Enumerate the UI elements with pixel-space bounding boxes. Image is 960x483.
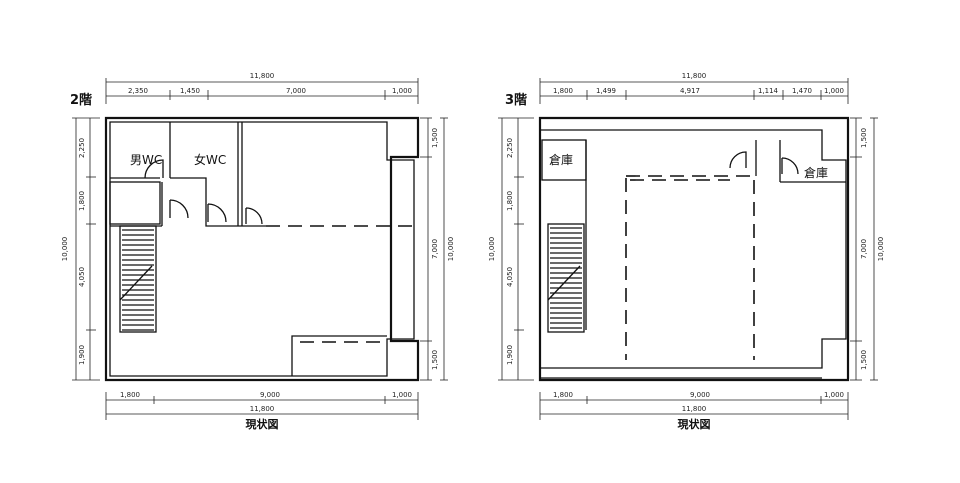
dim-bottom-2-3f: 9,000 (690, 391, 710, 399)
room-womens-wc: 女WC (194, 152, 226, 167)
dim-top-total-2f: 11,800 (250, 72, 275, 80)
dim-right-3-2f: 1,500 (431, 350, 439, 370)
dim-top-3-3f: 4,917 (680, 87, 700, 95)
dim-right-1-2f: 1,500 (431, 128, 439, 148)
dim-left-1-3f: 2,250 (506, 138, 514, 158)
wc-area-2f: 男WC 女WC (110, 122, 266, 227)
floor-label-3f: 3階 (505, 92, 527, 108)
dim-top-1-3f: 1,800 (553, 87, 573, 95)
dim-bottom-3-2f: 1,000 (392, 391, 412, 399)
staircase-2f (109, 181, 162, 333)
bottom-dimensions-3f: 1,800 9,000 1,000 11,800 (539, 391, 849, 420)
dim-top-5-3f: 1,470 (792, 87, 812, 95)
dim-top-2-2f: 1,450 (180, 87, 200, 95)
outer-wall-3f (538, 116, 850, 382)
dim-top-4-2f: 1,000 (392, 87, 412, 95)
dim-left-4-2f: 1,900 (78, 345, 86, 365)
left-dimensions-3f: 10,000 2,250 1,800 4,050 1,900 (488, 117, 534, 381)
staircase-3f (547, 223, 585, 333)
dim-left-1-2f: 2,250 (78, 138, 86, 158)
dim-left-total-3f: 10,000 (488, 237, 496, 262)
left-dimensions-2f: 10,000 2,250 1,800 4,050 1,900 (61, 117, 100, 381)
dim-right-2-2f: 7,000 (431, 239, 439, 259)
dim-bottom-2-2f: 9,000 (260, 391, 280, 399)
floor-label-2f: 2階 (70, 92, 92, 108)
right-dimensions-2f: 1,500 7,000 10,000 1,500 (420, 117, 455, 381)
dim-left-2-3f: 1,800 (506, 191, 514, 211)
dim-right-2-3f: 7,000 (860, 239, 868, 259)
dim-right-total-3f: 10,000 (877, 237, 885, 262)
dim-top-4-3f: 1,114 (758, 87, 779, 95)
storage-right-3f: 倉庫 (729, 140, 846, 183)
dim-top-2-3f: 1,499 (596, 87, 616, 95)
caption-3f: 現状図 (678, 417, 711, 431)
plan-2f: 2階 11,800 2,350 1,450 7,000 1,000 10,000 (61, 72, 455, 431)
dim-left-4-3f: 1,900 (506, 345, 514, 365)
dim-left-3-2f: 4,050 (78, 267, 86, 287)
dashed-partitions-3f (625, 175, 756, 360)
dim-bottom-1-2f: 1,800 (120, 391, 140, 399)
room-storage-left: 倉庫 (549, 152, 573, 167)
dim-left-total-2f: 10,000 (61, 237, 69, 262)
right-dimensions-3f: 1,500 7,000 10,000 1,500 (850, 117, 885, 381)
dim-right-3-3f: 1,500 (860, 350, 868, 370)
dim-bottom-total-3f: 11,800 (682, 405, 707, 413)
dim-left-3-3f: 4,050 (506, 267, 514, 287)
storage-left-3f: 倉庫 (541, 139, 587, 330)
dim-left-2-2f: 1,800 (78, 191, 86, 211)
dim-top-1-2f: 2,350 (128, 87, 148, 95)
room-storage-right: 倉庫 (804, 165, 828, 180)
top-dimensions-3f: 11,800 1,800 1,499 4,917 1,114 1,470 1,0… (539, 72, 849, 104)
dim-bottom-1-3f: 1,800 (553, 391, 573, 399)
dim-top-3-2f: 7,000 (286, 87, 306, 95)
dim-bottom-3-3f: 1,000 (824, 391, 844, 399)
plan-3f: 3階 11,800 1,800 1,499 4,917 1,114 1,470 … (488, 72, 885, 431)
room-mens-wc: 男WC (130, 153, 162, 167)
outer-wall-2f (104, 116, 420, 382)
dim-top-total-3f: 11,800 (682, 72, 707, 80)
bottom-dimensions-2f: 1,800 9,000 1,000 11,800 (105, 391, 419, 420)
top-dimensions-2f: 11,800 2,350 1,450 7,000 1,000 (105, 72, 419, 104)
caption-2f: 現状図 (246, 417, 279, 431)
dim-right-total-2f: 10,000 (447, 237, 455, 262)
dim-right-1-3f: 1,500 (860, 128, 868, 148)
dim-top-6-3f: 1,000 (824, 87, 844, 95)
dim-bottom-total-2f: 11,800 (250, 405, 275, 413)
